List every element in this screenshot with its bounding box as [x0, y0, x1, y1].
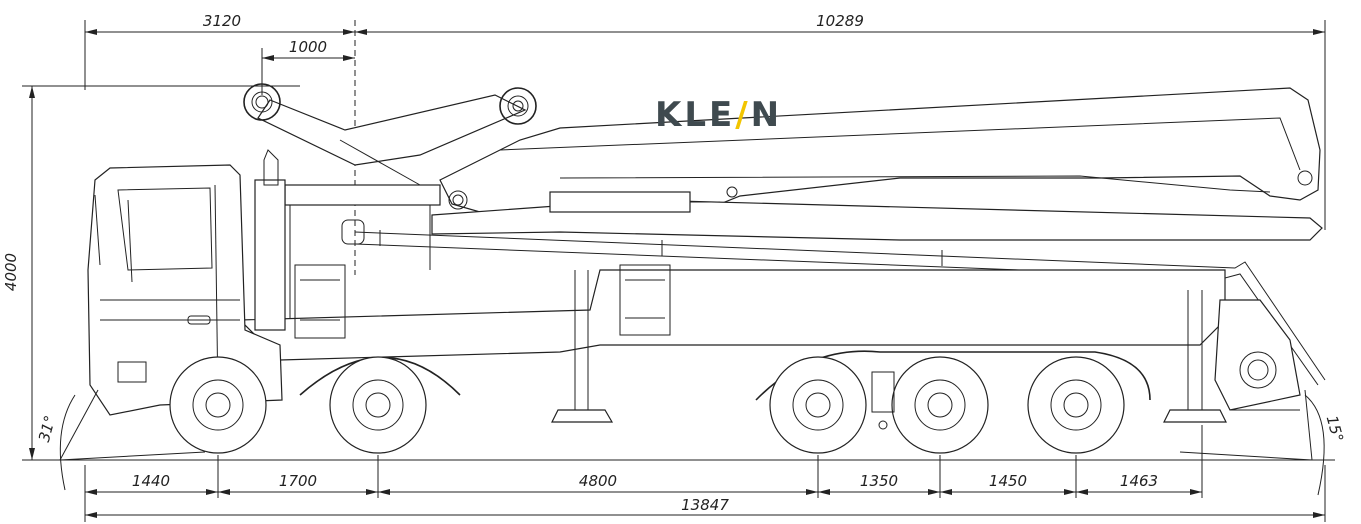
dim-top-right: 10289: [816, 12, 864, 30]
wheel-4: [891, 356, 989, 454]
brand-name-part1: KLE: [655, 95, 735, 135]
dim-bottom-1: 1440: [132, 472, 170, 490]
wheel-2: [329, 356, 427, 454]
dim-overall-length: 13847: [681, 496, 729, 514]
brand-name-part2: N: [751, 95, 782, 135]
dim-height: 4000: [2, 253, 20, 291]
bottom-dimension-lines: [84, 425, 1326, 522]
svg-text:KLE/N: KLE/N: [655, 95, 782, 135]
wheel-3: [769, 356, 867, 454]
wheels: [169, 356, 1125, 454]
boom: [243, 83, 1326, 386]
angle-front: 31°: [35, 414, 59, 444]
wheel-1: [169, 356, 267, 454]
dim-bottom-3: 4800: [579, 472, 617, 490]
dim-bottom-2: 1700: [279, 472, 317, 490]
brand-slash: /: [735, 95, 750, 135]
dim-bottom-6: 1463: [1120, 472, 1158, 490]
dim-bottom-4: 1350: [860, 472, 898, 490]
dim-top-sub: 1000: [289, 38, 327, 56]
cab: [87, 149, 286, 416]
angle-rear: 15°: [1323, 414, 1347, 444]
angle-annotations: [59, 389, 1325, 496]
brand-logo: KLE/N: [655, 95, 782, 135]
dim-bottom-5: 1450: [989, 472, 1027, 490]
chassis: [164, 264, 1301, 423]
dim-top-left: 3120: [203, 12, 241, 30]
wheel-5: [1027, 356, 1125, 454]
